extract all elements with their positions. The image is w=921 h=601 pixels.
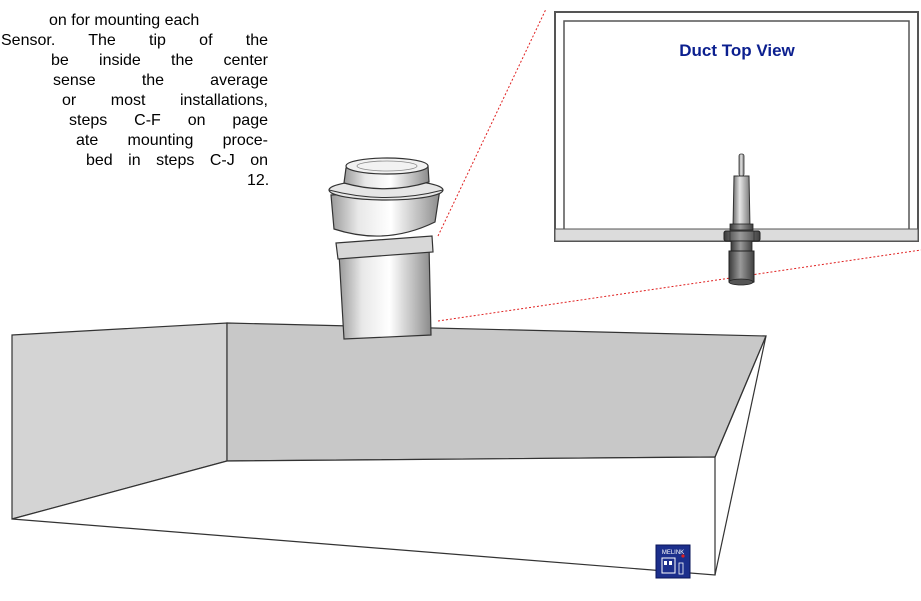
brand-logo: MELINK xyxy=(662,550,684,556)
inset-top-view xyxy=(554,11,919,286)
duct-sleeve xyxy=(338,244,432,340)
duct-collar xyxy=(335,235,434,260)
text-line: Sensor. The tip of the xyxy=(1,32,268,49)
inset-title: Duct Top View xyxy=(679,41,795,60)
text-line: ate mounting proce- xyxy=(76,132,268,149)
sensor-probe xyxy=(723,153,761,286)
fan-body xyxy=(330,188,441,237)
instruction-text: on for mounting each Sensor. The tip of … xyxy=(0,11,270,191)
text-line: or most installations, xyxy=(62,92,268,109)
text-line: steps C-F on page xyxy=(69,112,268,129)
callout-lines xyxy=(437,8,921,322)
control-panel: MELINK xyxy=(655,544,691,579)
text-line: sense the average xyxy=(53,72,268,89)
duct-back-wall xyxy=(226,322,767,462)
text-line: on for mounting each xyxy=(49,12,200,29)
text-line: 12. xyxy=(247,172,270,189)
exhaust-fan xyxy=(328,157,444,340)
text-line: be inside the center xyxy=(51,52,268,69)
duct-hood xyxy=(11,322,767,576)
text-line: bed in steps C-J on xyxy=(86,152,268,169)
